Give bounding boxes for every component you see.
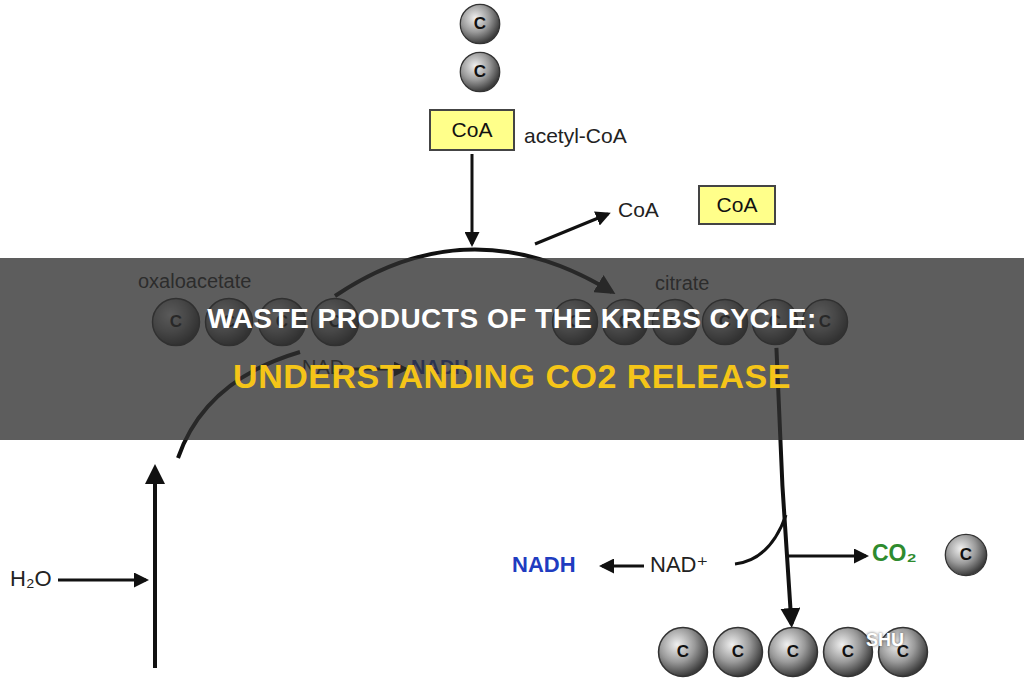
title-text: UNDERSTANDING CO2 RELEASE	[233, 357, 791, 396]
co2-arrow	[788, 555, 866, 558]
carbon-atom: C	[459, 3, 501, 45]
carbon-atom: C	[459, 51, 501, 93]
coa-box: CoA	[698, 185, 776, 225]
carbon-atom: C	[657, 626, 709, 678]
chem-label: CoA	[618, 198, 659, 222]
water-arrow	[58, 579, 146, 582]
chem-label: NAD⁺	[650, 552, 708, 578]
coa-release-arrow	[535, 214, 608, 244]
title-band: WASTE PRODUCTS OF THE KREBS CYCLE: UNDERS…	[0, 258, 1024, 440]
atom-symbol: C	[677, 642, 689, 662]
atom-symbol: C	[474, 14, 486, 34]
atom-outline	[714, 628, 763, 677]
title-text: WASTE PRODUCTS OF THE KREBS CYCLE:	[207, 303, 817, 335]
nadh-arrow	[602, 565, 644, 568]
carbon-atom: C	[767, 626, 819, 678]
acetyl-arrow	[471, 154, 474, 244]
chem-label: H₂O	[10, 566, 52, 592]
coa-box: CoA	[429, 109, 515, 151]
atom-outline	[659, 628, 708, 677]
atom-outline	[824, 628, 873, 677]
atom-outline	[945, 534, 986, 575]
nad-branch	[735, 515, 786, 564]
atom-outline	[769, 628, 818, 677]
carbon-atom: C	[944, 533, 988, 577]
atom-symbol: C	[960, 545, 972, 565]
atom-symbol: C	[787, 642, 799, 662]
atom-symbol: C	[732, 642, 744, 662]
coa-label: CoA	[717, 193, 758, 217]
atom-outline	[460, 52, 499, 91]
carbon-atom: C	[712, 626, 764, 678]
return-arrow	[153, 468, 157, 668]
watermark: SHU	[866, 630, 904, 651]
chem-label: NADH	[512, 552, 576, 578]
atom-outline	[460, 4, 499, 43]
chem-label: acetyl-CoA	[524, 124, 627, 148]
chem-label: CO₂	[872, 540, 917, 567]
atom-symbol: C	[842, 642, 854, 662]
coa-label: CoA	[452, 118, 493, 142]
atom-symbol: C	[474, 62, 486, 82]
